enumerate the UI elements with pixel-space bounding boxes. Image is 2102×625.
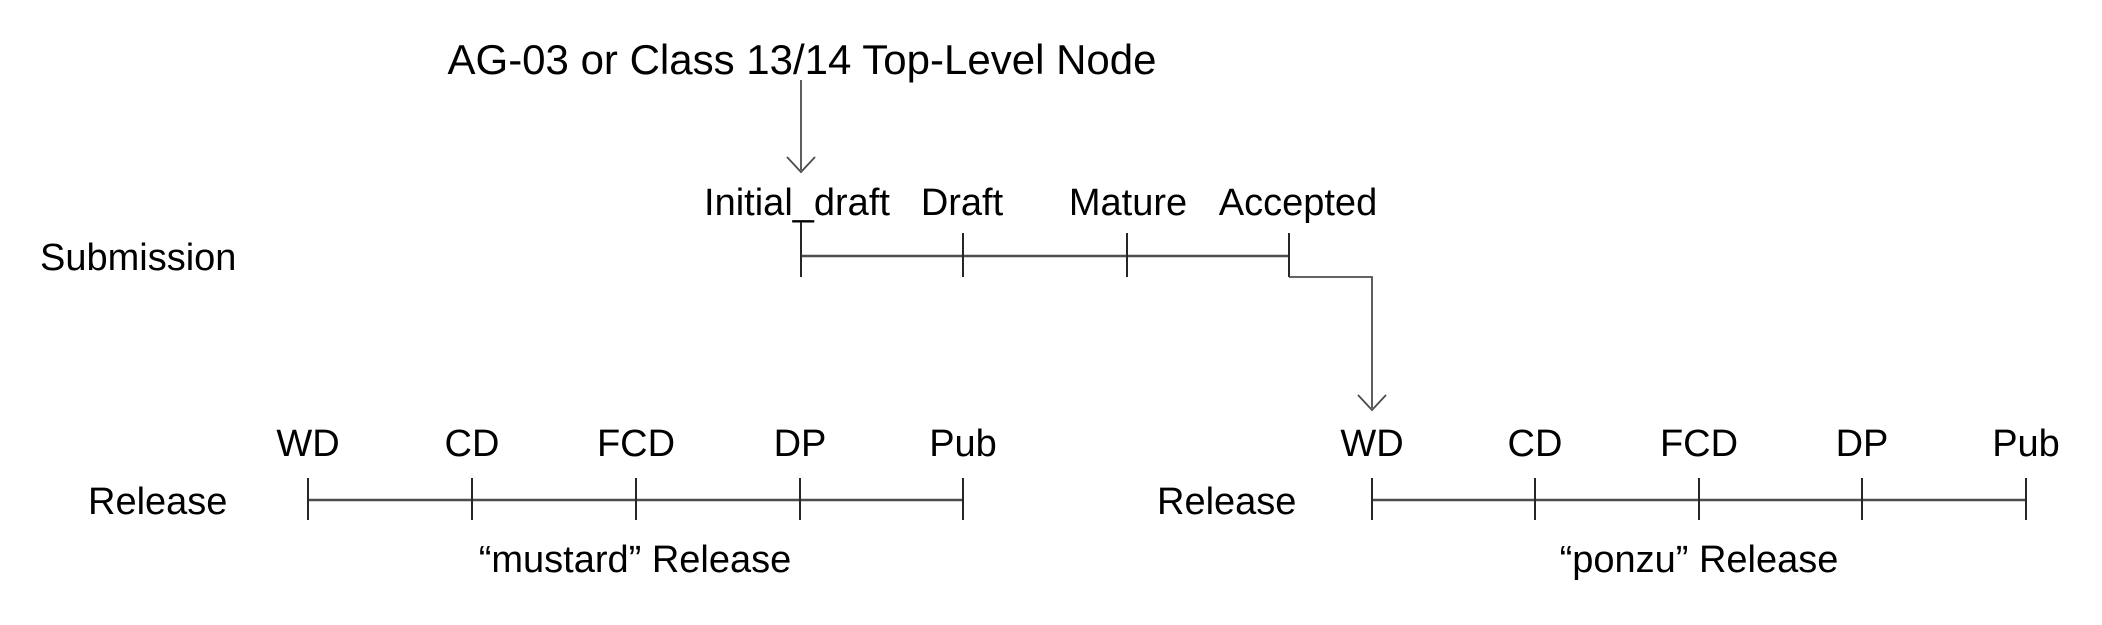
ponzu-stage-label-dp: DP <box>1836 423 1889 465</box>
mustard-release-timeline <box>307 478 964 520</box>
ponzu-stage-label-wd: WD <box>1340 423 1403 465</box>
submission-timeline <box>800 222 1290 277</box>
accepted-to-release-arrowhead-icon <box>1357 394 1387 412</box>
submission-stage-label-initial-draft: Initial_draft <box>704 182 890 224</box>
mustard-stage-label-fcd: FCD <box>597 423 675 465</box>
mustard-stage-label-pub: Pub <box>929 423 997 465</box>
mustard-stage-label-dp: DP <box>774 423 827 465</box>
submission-stage-label-mature: Mature <box>1069 182 1187 224</box>
mustard-stage-label-cd: CD <box>445 423 500 465</box>
ponzu-stage-label-pub: Pub <box>1992 423 2060 465</box>
ponzu-stage-label-cd: CD <box>1508 423 1563 465</box>
ponzu-release-row-label: Release <box>1157 481 1296 523</box>
mustard-release-caption: “mustard” Release <box>479 539 792 581</box>
mustard-stage-label-wd: WD <box>276 423 339 465</box>
diagram-title: AG-03 or Class 13/14 Top-Level Node <box>448 36 1157 83</box>
submission-row-label: Submission <box>40 237 236 279</box>
ponzu-release-timeline <box>1371 478 2027 520</box>
title-to-initial-draft-arrowhead-icon <box>786 156 816 174</box>
submission-stage-label-draft: Draft <box>921 182 1004 224</box>
accepted-to-release-elbow-connector <box>1289 276 1373 408</box>
ponzu-stage-label-fcd: FCD <box>1660 423 1738 465</box>
submission-stage-label-accepted: Accepted <box>1219 182 1377 224</box>
ponzu-release-caption: “ponzu” Release <box>1560 539 1839 581</box>
title-to-initial-draft-arrow <box>786 80 816 174</box>
accepted-to-release-arrow <box>1289 276 1387 412</box>
mustard-release-row-label: Release <box>88 481 227 523</box>
